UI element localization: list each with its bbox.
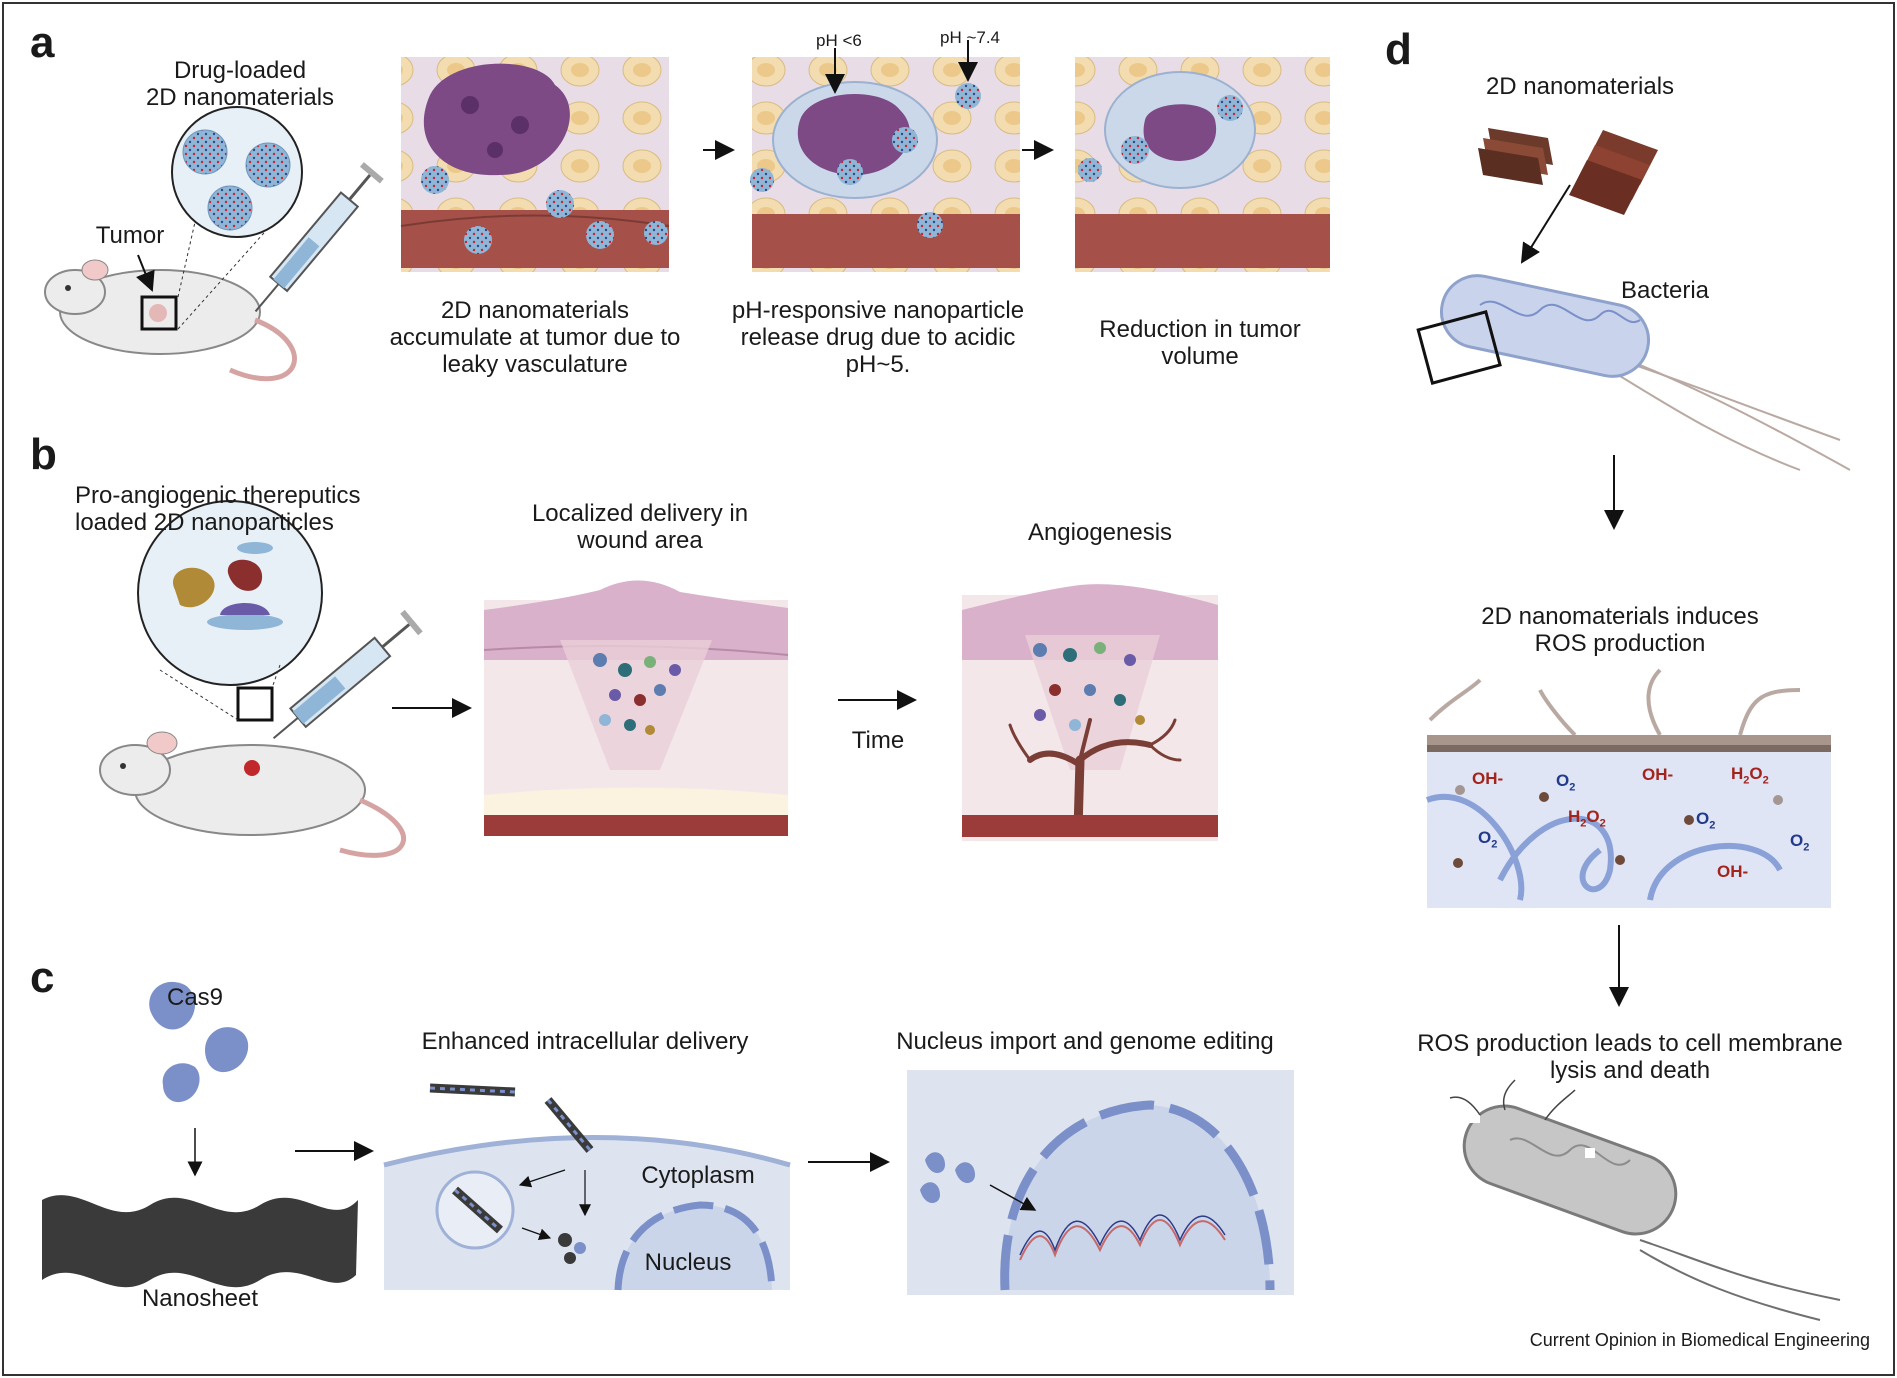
ros-lysis-label: ROS production leads to cell membrane ly… (1417, 1030, 1843, 1084)
ros-o2-4: O2 (1790, 831, 1810, 854)
panel-label-c: c (30, 953, 55, 1002)
ros-induce-label: 2D nanomaterials induces ROS production (1481, 603, 1759, 657)
nanomaterial-zoom-icon (171, 106, 303, 330)
cas9-icon (149, 981, 249, 1103)
mouse-icon (99, 731, 407, 858)
ros-h2o2-1: H2O2 (1731, 764, 1769, 787)
panel-label-b: b (30, 430, 57, 479)
localized-delivery-label: Localized delivery in wound area (531, 500, 749, 554)
cas9-label: Cas9 (166, 984, 224, 1011)
step3-caption: Reduction in tumor volume (1099, 316, 1301, 370)
ros-h2o2-2: H2O2 (1568, 807, 1606, 830)
ph-release-image (750, 40, 1020, 272)
journal-credit: Current Opinion in Biomedical Engineerin… (1529, 1330, 1870, 1350)
nucleus-import-label: Nucleus import and genome editing (896, 1028, 1274, 1055)
pro-angiogenic-label: Pro-angiogenic thereputics loaded 2D nan… (75, 482, 361, 536)
panel-label-a: a (30, 18, 55, 67)
panel-b-artwork (99, 500, 1218, 858)
nanosheet-icon (42, 1195, 358, 1288)
enhanced-delivery-label: Enhanced intracellular delivery (421, 1028, 749, 1055)
syringe-icon (272, 609, 423, 740)
bacteria-label: Bacteria (1620, 277, 1710, 304)
lysed-bacteria-icon (1449, 1079, 1841, 1321)
step1-caption: 2D nanomaterials accumulate at tumor due… (389, 297, 681, 378)
ros-o2-1: O2 (1556, 771, 1576, 794)
nucleus-label: Nucleus (644, 1249, 732, 1276)
ros-o2-2: O2 (1696, 809, 1716, 832)
drug-loaded-label: Drug-loaded 2D nanomaterials (145, 57, 335, 111)
panel-c-artwork (42, 981, 1294, 1295)
panel-d-artwork (1416, 128, 1851, 1321)
wound-delivery-image (483, 580, 789, 836)
cytoplasm-label: Cytoplasm (641, 1162, 755, 1189)
tumor-label: Tumor (95, 222, 165, 249)
panel-a-artwork (44, 40, 1330, 382)
angiogenesis-image (962, 584, 1218, 841)
nanomaterials-label: 2D nanomaterials (1485, 73, 1675, 100)
ros-o2-3: O2 (1478, 828, 1498, 851)
angiogenesis-label: Angiogenesis (1027, 519, 1173, 546)
bacteria-icon (1416, 274, 1851, 471)
nanosheets-icon (1478, 128, 1658, 215)
syringe-icon (254, 162, 384, 313)
nanosheet-label: Nanosheet (141, 1285, 259, 1312)
time-label: Time (851, 727, 905, 754)
step2-caption: pH-responsive nanoparticle release drug … (731, 297, 1025, 378)
nucleus-editing-image (907, 1070, 1294, 1295)
ros-oh-1: OH- (1472, 769, 1504, 788)
cell-delivery-image (383, 1083, 791, 1291)
ph-high-label: pH ~7.4 (940, 28, 1001, 47)
panel-label-d: d (1385, 25, 1412, 74)
ros-oh-3: OH- (1717, 862, 1749, 881)
ros-membrane-image (1425, 668, 1831, 908)
tumor-reduction-image (1075, 57, 1330, 272)
ros-oh-2: OH- (1642, 765, 1674, 784)
tumor-accumulation-image (400, 57, 670, 272)
ph-low-label: pH <6 (816, 31, 862, 50)
mouse-icon (44, 259, 297, 382)
therapeutic-zoom-icon (137, 500, 323, 722)
